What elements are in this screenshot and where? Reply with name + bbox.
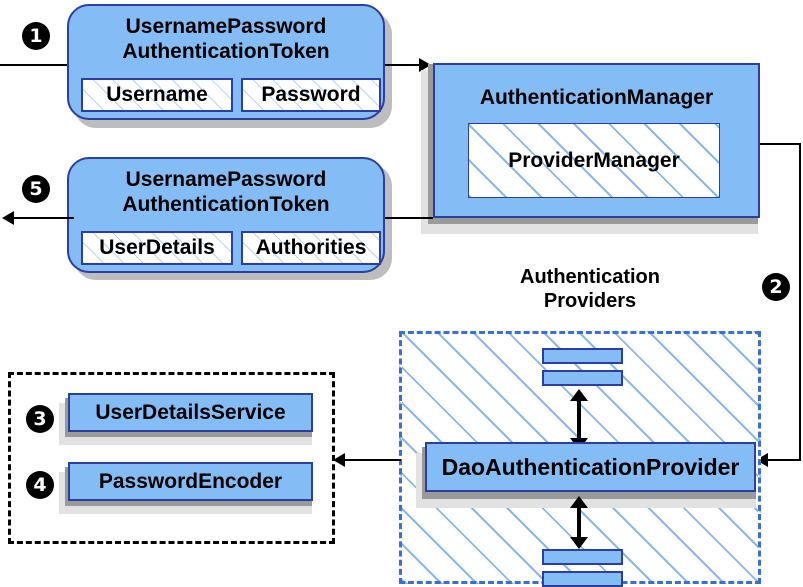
provider-link-arrow-top-shaft — [577, 396, 581, 444]
provider-link-arrow-bottom-up-head — [570, 496, 588, 508]
password-encoder-box[interactable]: PasswordEncoder — [68, 462, 313, 501]
outgoing-response-arrowhead — [2, 211, 14, 225]
request-token-title: UsernamePassword AuthenticationToken — [69, 14, 383, 64]
response-token-title-line1: UsernamePassword — [125, 168, 327, 191]
step-badge-2: 2 — [762, 273, 790, 301]
other-provider-bar-top-1[interactable] — [542, 348, 623, 364]
providers-heading: Authentication Providers — [470, 265, 710, 313]
incoming-request-line — [0, 64, 75, 66]
step-badge-1-label: 1 — [29, 24, 43, 47]
dao-authentication-provider-box[interactable]: DaoAuthenticationProvider — [425, 442, 756, 492]
step-badge-5-label: 5 — [29, 177, 43, 200]
manager-to-response-token-line — [385, 217, 433, 219]
manager-to-provider-line-horizontal-top — [760, 143, 801, 145]
authentication-providers-container[interactable]: DaoAuthenticationProvider — [399, 331, 761, 587]
step-badge-3: 3 — [26, 405, 54, 433]
response-token-title: UsernamePassword AuthenticationToken — [69, 167, 383, 217]
request-token-box[interactable]: UsernamePassword AuthenticationToken Use… — [67, 4, 385, 120]
user-details-service-box[interactable]: UserDetailsService — [68, 393, 313, 432]
provider-link-arrow-bottom-shaft — [577, 506, 581, 544]
request-token-chip-password[interactable]: Password — [241, 78, 381, 112]
response-token-chip-userdetails[interactable]: UserDetails — [81, 231, 233, 265]
step-badge-4-label: 4 — [33, 473, 47, 496]
provider-to-services-arrowhead — [333, 453, 345, 467]
provider-to-services-line — [345, 459, 401, 461]
request-token-chip-username[interactable]: Username — [81, 78, 233, 112]
provider-manager-box[interactable]: ProviderManager — [468, 123, 720, 198]
authentication-manager-title: AuthenticationManager — [479, 86, 714, 109]
request-token-title-line1: UsernamePassword — [125, 15, 327, 38]
providers-heading-line1: Authentication — [520, 266, 660, 288]
user-details-service-label: UserDetailsService — [95, 400, 286, 424]
provider-link-arrow-bottom-down-head — [570, 537, 588, 549]
manager-to-provider-line-vertical — [799, 143, 801, 461]
response-token-title-line2: AuthenticationToken — [122, 193, 330, 216]
provider-manager-label: ProviderManager — [508, 148, 680, 172]
step-badge-2-label: 2 — [769, 275, 783, 298]
response-token-box[interactable]: UsernamePassword AuthenticationToken Use… — [67, 157, 385, 273]
token-to-manager-line — [385, 64, 425, 66]
request-token-title-line2: AuthenticationToken — [122, 40, 330, 63]
password-encoder-label: PasswordEncoder — [98, 469, 283, 493]
step-badge-3-label: 3 — [33, 407, 47, 430]
manager-to-provider-line-horizontal-bottom — [768, 459, 801, 461]
dao-authentication-provider-label: DaoAuthenticationProvider — [441, 453, 740, 480]
providers-heading-line2: Providers — [543, 290, 637, 312]
authentication-manager-box[interactable]: AuthenticationManager ProviderManager — [433, 63, 760, 218]
other-provider-bar-bottom-1[interactable] — [542, 549, 623, 565]
other-provider-bar-bottom-2[interactable] — [542, 571, 623, 587]
response-token-chip-authorities[interactable]: Authorities — [241, 231, 381, 265]
step-badge-5: 5 — [22, 175, 50, 203]
outgoing-response-line — [14, 217, 74, 219]
other-provider-bar-top-2[interactable] — [542, 370, 623, 386]
step-badge-4: 4 — [26, 471, 54, 499]
provider-link-arrow-top-up-head — [570, 389, 588, 401]
step-badge-1: 1 — [22, 22, 50, 50]
